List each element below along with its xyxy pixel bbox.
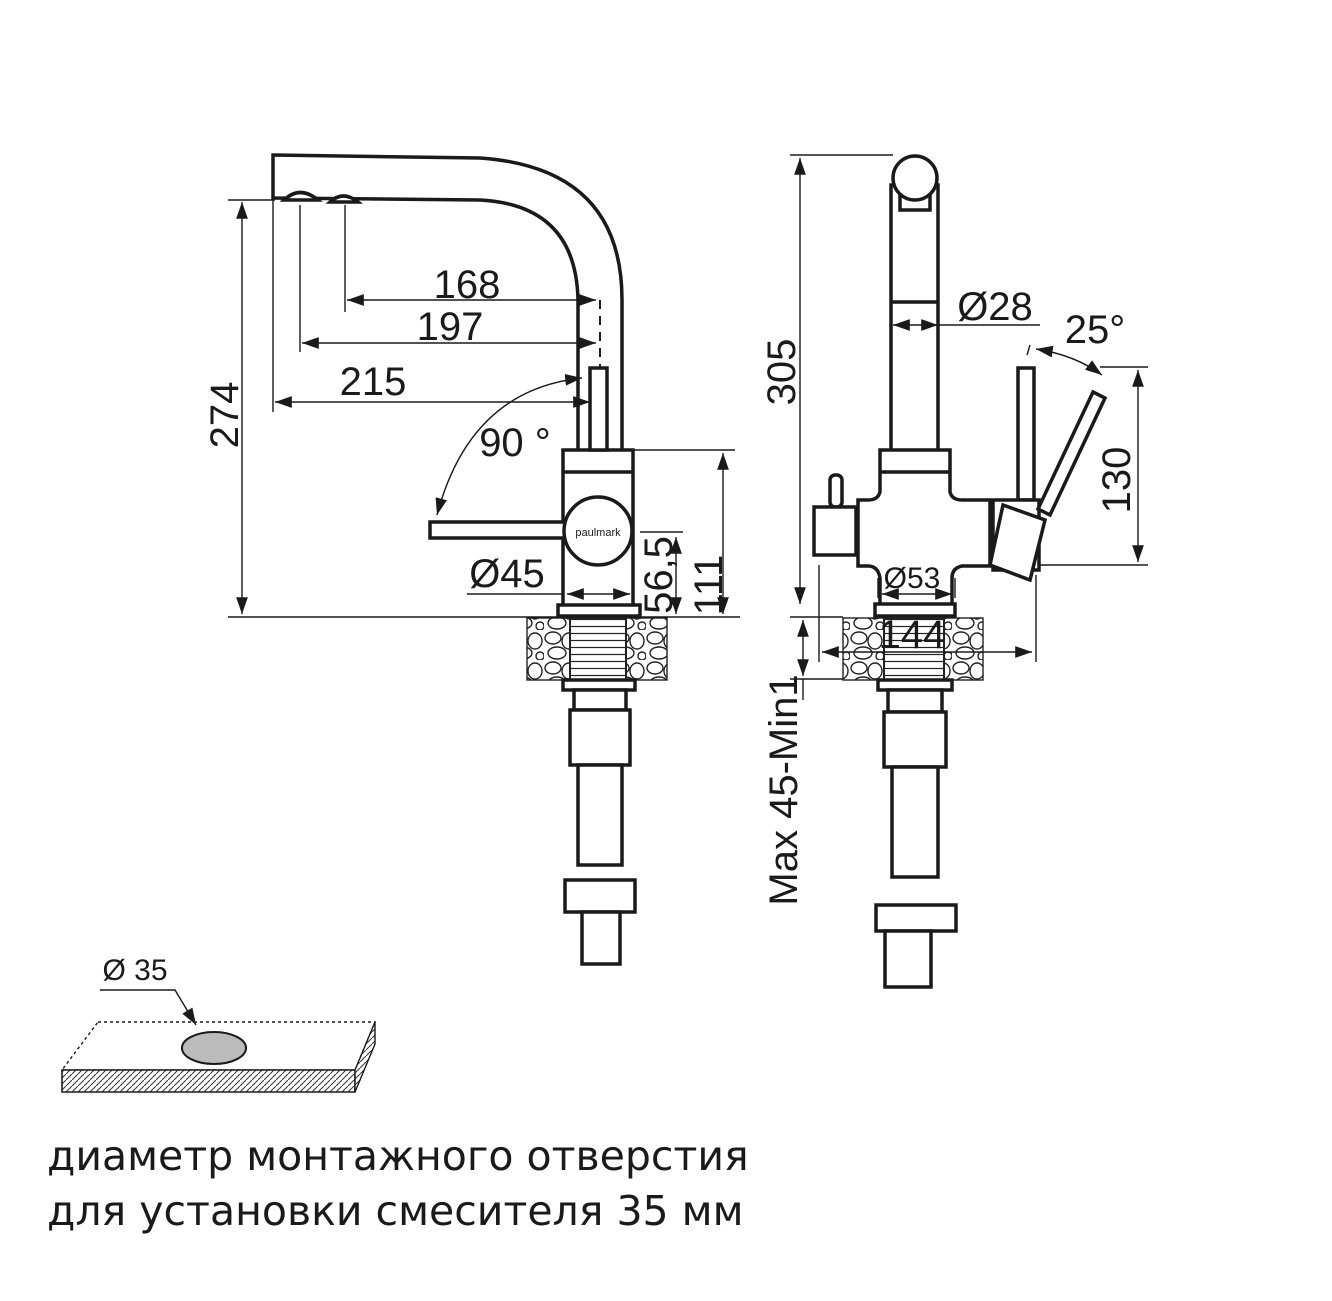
spout-head xyxy=(891,154,939,202)
mounting-thread xyxy=(569,617,627,681)
brand-logo: paulmark xyxy=(575,527,621,539)
base-plate xyxy=(873,602,957,618)
handle-upright xyxy=(588,366,609,452)
hose-fitting xyxy=(563,878,637,914)
front-view: 305 Ø28 25° 130 Ø53 144 Max 45-Min1 xyxy=(760,154,1148,989)
hole-diameter-label: Ø 35 xyxy=(102,954,167,987)
dim-thickness: Max 45-Min1 xyxy=(762,674,806,905)
caption-line-1: диаметр монтажного отверстия xyxy=(47,1132,749,1180)
hose xyxy=(890,765,940,879)
aerator-2 xyxy=(325,194,363,204)
aerator-1 xyxy=(279,190,323,202)
hole-icon xyxy=(181,1031,247,1065)
dim-168: 168 xyxy=(434,263,501,307)
filter-tap xyxy=(812,505,858,557)
dim-144: 144 xyxy=(879,613,946,657)
hose xyxy=(576,763,624,867)
dim-dia-53: Ø53 xyxy=(884,562,941,595)
hose-fitting xyxy=(874,903,958,933)
dim-dia-28: Ø28 xyxy=(957,285,1033,329)
dim-197: 197 xyxy=(417,305,484,349)
mounting-hole-diagram: Ø 35 xyxy=(60,954,377,1093)
dim-angle-25: 25° xyxy=(1065,308,1126,352)
hose-nut xyxy=(568,708,632,767)
dim-274: 274 xyxy=(203,382,247,449)
handle-lever xyxy=(428,520,567,540)
side-view: paulmark 274 168 197 215 90 ° Ø45 56,5 xyxy=(203,153,740,966)
spout-tube xyxy=(889,183,940,454)
handle-upright xyxy=(1016,366,1036,502)
filter-tap-stem xyxy=(828,473,844,509)
dim-56-5: 56,5 xyxy=(637,536,681,614)
countertop-edge xyxy=(61,1069,356,1093)
dim-dia-45: Ø45 xyxy=(469,552,545,596)
caption-line-2: для установки смесителя 35 мм xyxy=(47,1187,744,1235)
dim-215: 215 xyxy=(340,360,407,404)
dim-130: 130 xyxy=(1095,447,1139,514)
dim-305: 305 xyxy=(760,339,804,406)
hose-nut xyxy=(882,710,948,769)
dim-111: 111 xyxy=(687,555,731,616)
dim-angle-90: 90 ° xyxy=(479,421,551,465)
base-plate xyxy=(556,603,642,618)
handle-tilted xyxy=(1035,389,1108,518)
